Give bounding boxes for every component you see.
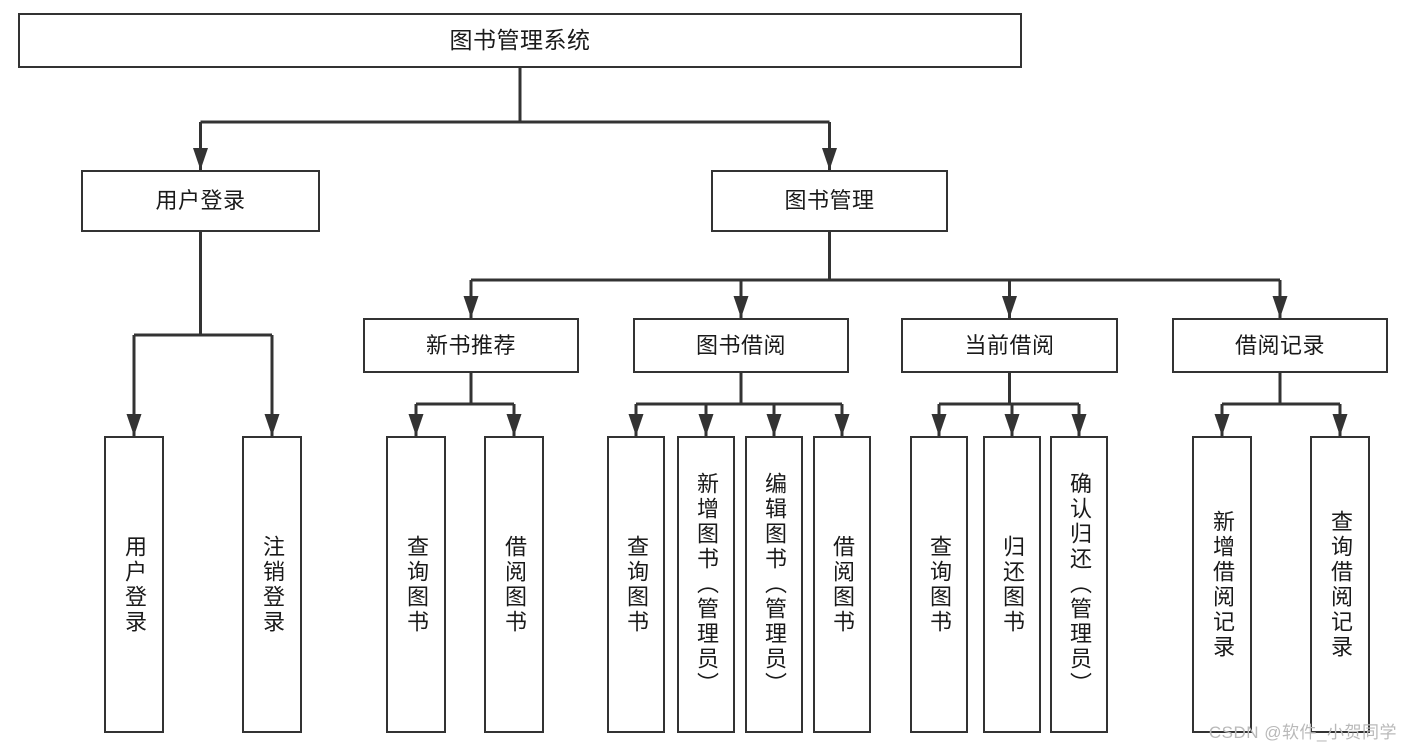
conn-book-borrow-arrow-0 xyxy=(628,414,644,436)
conn-new-book-rec-arrow-1 xyxy=(506,414,522,436)
conn-borrow-record-arrow-1 xyxy=(1332,414,1348,436)
conn-current-borrow-arrow-2 xyxy=(1071,414,1087,436)
conn-root-arrow-0 xyxy=(193,148,208,170)
node-leaf-borrow-query[interactable]: 查询图书 xyxy=(607,436,665,733)
node-label-leaf-cur-return: 归还图书 xyxy=(1000,534,1025,635)
node-label-leaf-rec-add: 新增借阅记录 xyxy=(1210,509,1235,660)
node-leaf-cur-query[interactable]: 查询图书 xyxy=(910,436,968,733)
conn-book-manage-arrow-0 xyxy=(463,296,479,318)
conn-borrow-record-arrow-0 xyxy=(1214,414,1230,436)
conn-current-borrow-arrow-0 xyxy=(931,414,947,436)
node-label-leaf-rec-borrow: 借阅图书 xyxy=(502,534,527,635)
node-label-book-borrow: 图书借阅 xyxy=(695,332,786,358)
node-borrow-record[interactable]: 借阅记录 xyxy=(1172,318,1388,373)
node-user-login[interactable]: 用户登录 xyxy=(81,170,320,232)
node-leaf-rec-query[interactable]: 查询图书 xyxy=(386,436,446,733)
node-book-borrow[interactable]: 图书借阅 xyxy=(633,318,849,373)
conn-book-borrow-arrow-3 xyxy=(834,414,850,436)
node-leaf-user-logout[interactable]: 注销登录 xyxy=(242,436,302,733)
node-leaf-rec-borrow[interactable]: 借阅图书 xyxy=(484,436,544,733)
node-new-book-rec[interactable]: 新书推荐 xyxy=(363,318,579,373)
node-book-manage[interactable]: 图书管理 xyxy=(711,170,948,232)
node-leaf-borrow-lend[interactable]: 借阅图书 xyxy=(813,436,871,733)
node-label-leaf-user-logout: 注销登录 xyxy=(260,534,285,635)
node-label-leaf-cur-confirm: 确认归还（管理员） xyxy=(1067,472,1092,697)
node-label-leaf-rec-query: 查询图书 xyxy=(404,534,429,635)
node-label-new-book-rec: 新书推荐 xyxy=(425,332,516,358)
conn-root-arrow-1 xyxy=(822,148,837,170)
conn-user-login-arrow-1 xyxy=(264,414,280,436)
node-root[interactable]: 图书管理系统 xyxy=(18,13,1022,68)
conn-current-borrow-arrow-1 xyxy=(1004,414,1020,436)
node-leaf-user-login[interactable]: 用户登录 xyxy=(104,436,164,733)
node-leaf-cur-return[interactable]: 归还图书 xyxy=(983,436,1041,733)
node-leaf-cur-confirm[interactable]: 确认归还（管理员） xyxy=(1050,436,1108,733)
node-leaf-borrow-add[interactable]: 新增图书（管理员） xyxy=(677,436,735,733)
conn-book-manage-arrow-3 xyxy=(1272,296,1288,318)
node-leaf-rec-add[interactable]: 新增借阅记录 xyxy=(1192,436,1252,733)
node-label-user-login: 用户登录 xyxy=(155,188,246,214)
conn-book-manage-arrow-2 xyxy=(1002,296,1017,318)
conn-user-login-arrow-0 xyxy=(126,414,142,436)
node-current-borrow[interactable]: 当前借阅 xyxy=(901,318,1118,373)
node-label-leaf-borrow-add: 新增图书（管理员） xyxy=(694,472,719,697)
node-leaf-rec-search[interactable]: 查询借阅记录 xyxy=(1310,436,1370,733)
conn-new-book-rec-arrow-0 xyxy=(408,414,424,436)
node-label-leaf-borrow-edit: 编辑图书（管理员） xyxy=(762,472,787,697)
node-label-leaf-cur-query: 查询图书 xyxy=(927,534,952,635)
node-leaf-borrow-edit[interactable]: 编辑图书（管理员） xyxy=(745,436,803,733)
node-label-leaf-borrow-query: 查询图书 xyxy=(624,534,649,635)
node-label-leaf-user-login: 用户登录 xyxy=(122,534,147,635)
conn-book-borrow-arrow-2 xyxy=(766,414,782,436)
node-label-leaf-borrow-lend: 借阅图书 xyxy=(830,534,855,635)
node-label-borrow-record: 借阅记录 xyxy=(1234,332,1325,358)
node-label-book-manage: 图书管理 xyxy=(784,188,875,214)
conn-book-manage-arrow-1 xyxy=(733,296,749,318)
node-label-leaf-rec-search: 查询借阅记录 xyxy=(1328,509,1353,660)
conn-book-borrow-arrow-1 xyxy=(698,414,714,436)
node-label-current-borrow: 当前借阅 xyxy=(964,332,1055,358)
node-label-root: 图书管理系统 xyxy=(449,26,591,53)
